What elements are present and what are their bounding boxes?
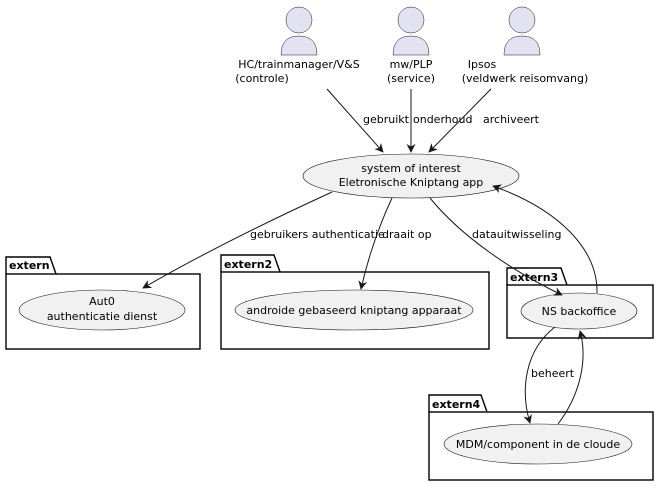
system-title: system of interest (361, 162, 461, 175)
edge-label-draait: draait op (382, 228, 432, 241)
node-mdm-cloud[interactable]: MDM/component in de cloude (443, 423, 633, 465)
person-icon (392, 6, 430, 56)
package-extern3: extern3 (506, 267, 654, 339)
edge-label-auth: gebruikers authenticatie (250, 228, 385, 241)
edge-auth (142, 191, 333, 289)
package-label: extern3 (510, 271, 558, 284)
node-title: androide gebaseerd kniptang apparaat (246, 304, 462, 317)
edge-data (429, 197, 563, 296)
edge-label-beheert: beheert (531, 367, 575, 380)
package-label: extern (9, 259, 50, 272)
node-title: Aut0 (89, 295, 115, 308)
edge-mdm-to-backoffice (557, 330, 587, 425)
actor-mw-plp[interactable]: mw/PLP (service) (387, 6, 435, 85)
actor-name: HC/trainmanager/V&S (238, 58, 360, 71)
node-title: NS backoffice (542, 305, 617, 318)
actor-role: (service) (387, 72, 435, 85)
node-title: MDM/component in de cloude (456, 438, 620, 451)
actor-name: Ipsos (468, 58, 497, 71)
package-extern: extern (5, 256, 201, 350)
actor-hc-trainmanager[interactable]: HC/trainmanager/V&S (controle) (235, 6, 360, 85)
package-extern2: extern2 (220, 254, 490, 350)
person-icon (503, 6, 541, 56)
edge-label-onderhoud: onderhoud (413, 113, 472, 126)
edge-label-data: datauitwisseling (472, 228, 561, 241)
node-android-device[interactable]: androide gebaseerd kniptang apparaat (234, 289, 474, 331)
actor-name: mw/PLP (390, 58, 433, 71)
system-of-interest[interactable]: system of interest Eletronische Kniptang… (302, 153, 520, 199)
package-label: extern4 (432, 398, 481, 411)
actor-role: (veldwerk reisomvang) (462, 72, 589, 85)
node-subtitle: authenticatie dienst (47, 310, 158, 323)
edge-beheert (523, 326, 556, 424)
edge-archiveert (428, 88, 492, 153)
edge-backoffice-to-system (492, 184, 598, 294)
node-ns-backoffice[interactable]: NS backoffice (520, 292, 638, 330)
package-label: extern2 (224, 258, 272, 271)
package-extern4: extern4 (428, 394, 654, 481)
system-subtitle: Eletronische Kniptang app (339, 176, 484, 189)
edge-label-archiveert: archiveert (483, 113, 540, 126)
edge-draait (358, 197, 393, 290)
person-icon (280, 6, 318, 56)
actor-role: (controle) (235, 72, 288, 85)
node-auth0[interactable]: Aut0 authenticatie dienst (18, 289, 186, 331)
edge-label-gebruikt: gebruikt (363, 113, 410, 126)
edge-gebruikt (326, 88, 384, 153)
actor-ipsos[interactable]: Ipsos (veldwerk reisomvang) (462, 6, 589, 85)
